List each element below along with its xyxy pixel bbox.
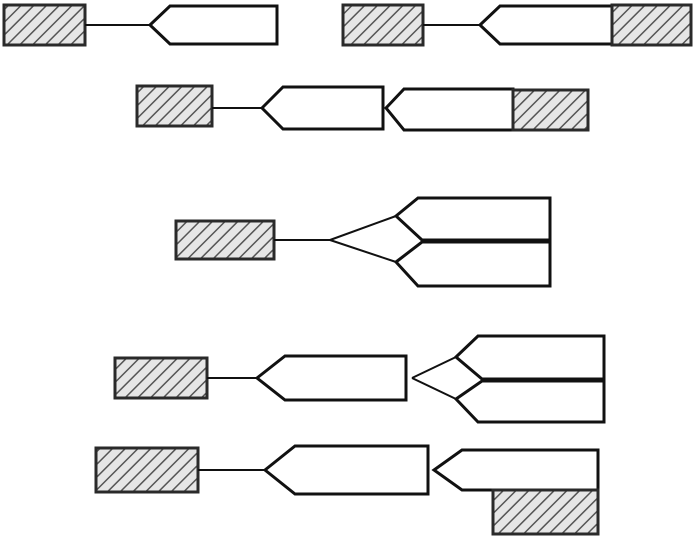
lower-hatched-block [491,488,600,536]
arrow-tag [262,444,430,496]
arrow-tag [254,354,408,402]
configuration-2 [341,3,693,47]
configuration-5 [113,334,606,424]
branch-fork [411,356,457,400]
hatched-block [341,3,425,47]
configuration-3 [135,84,590,132]
configuration-1 [2,3,279,47]
hatched-block [174,219,276,261]
configuration-6 [94,444,600,536]
configuration-4 [174,196,552,288]
hatched-block [113,356,209,400]
arrow-tag [477,4,614,46]
end-hatched-block [610,3,693,47]
hatched-block [135,84,214,128]
end-hatched-block [511,88,590,132]
hatched-block [94,446,200,494]
lower-tag [393,240,552,288]
second-arrow-tag [431,448,600,492]
second-arrow-tag [384,87,515,132]
arrow-tag [147,4,279,46]
lower-tag [453,379,606,424]
hatched-block [2,3,87,47]
upper-tag [393,196,552,242]
branch-fork [329,215,397,263]
upper-tag [453,334,606,381]
arrow-tag [259,85,385,131]
